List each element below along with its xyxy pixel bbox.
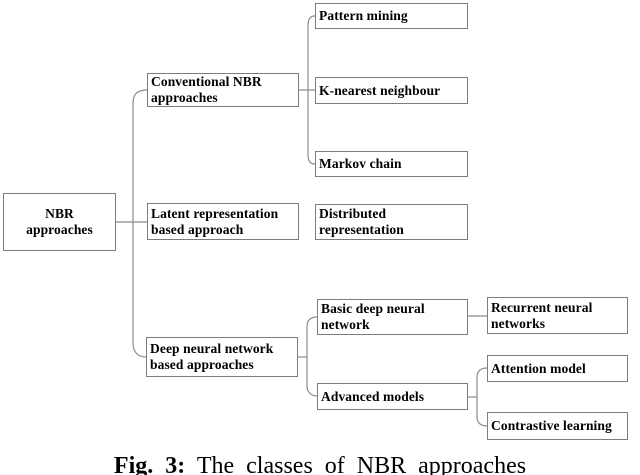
node-label: network: [321, 317, 370, 332]
node-nbr-approaches: NBR approaches: [3, 193, 116, 251]
node-conventional-nbr-approaches: Conventional NBR approaches: [147, 73, 299, 107]
node-label: NBR: [45, 206, 74, 221]
node-label: approaches: [26, 222, 93, 237]
edge-deep-trunk: [306, 316, 318, 397]
node-distributed-representation: Distributed representation: [315, 204, 468, 240]
figure-caption-text: The classes of NBR approaches: [196, 453, 527, 475]
node-label: Advanced models: [321, 388, 425, 404]
node-label: Attention model: [491, 360, 586, 376]
node-pattern-mining: Pattern mining: [315, 3, 468, 29]
node-label: Contrastive learning: [491, 418, 612, 433]
node-markov-chain: Markov chain: [315, 151, 468, 177]
edge-advanced-trunk: [476, 367, 488, 427]
node-label: networks: [491, 315, 546, 331]
node-label: Markov chain: [319, 156, 402, 171]
node-label: approaches: [151, 90, 218, 105]
node-label: Basic deep neural: [321, 301, 425, 316]
node-label: Recurrent neural: [491, 299, 593, 315]
node-label: based approach: [151, 221, 244, 237]
node-k-nearest-neighbour: K-nearest neighbour: [315, 77, 468, 104]
node-label: representation: [319, 222, 404, 237]
node-label: based approaches: [150, 357, 254, 372]
node-label: Conventional NBR: [151, 74, 262, 89]
edge-conventional-trunk: [307, 15, 316, 165]
figure-caption-label: Fig. 3:: [113, 453, 186, 475]
node-attention-model: Attention model: [487, 355, 628, 382]
edge-root-trunk: [132, 89, 148, 358]
node-latent-representation-based-approach: Latent representation based approach: [147, 203, 299, 240]
node-label: K-nearest neighbour: [319, 82, 441, 98]
node-label: Pattern mining: [319, 8, 408, 23]
node-label: Latent representation: [151, 205, 279, 221]
node-advanced-models: Advanced models: [317, 383, 468, 410]
node-recurrent-neural-networks: Recurrent neural networks: [487, 297, 628, 334]
node-label: Distributed: [319, 206, 387, 221]
node-contrastive-learning: Contrastive learning: [487, 412, 628, 440]
figure-caption: Fig. 3: The classes of NBR approaches: [0, 451, 640, 475]
node-label: Deep neural network: [150, 341, 274, 356]
node-deep-neural-network-based-approaches: Deep neural network based approaches: [146, 337, 298, 377]
node-basic-deep-neural-network: Basic deep neural network: [317, 299, 468, 335]
